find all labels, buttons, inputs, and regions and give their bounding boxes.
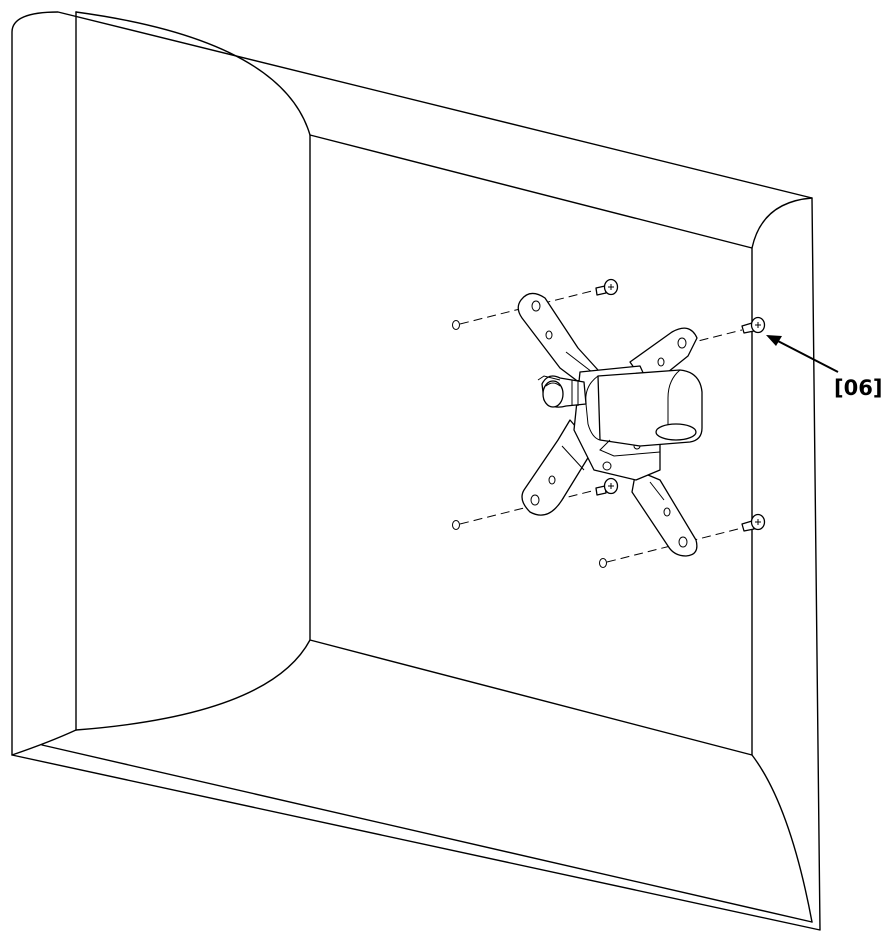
- monitor-back-panel: [11, 11, 821, 931]
- guide-line-bottom-right: [606, 527, 743, 563]
- panel-hole-bottom-right: [599, 558, 607, 568]
- callout-06: [06]: [766, 335, 882, 400]
- bracket-arm-lower-left: [521, 419, 595, 516]
- panel-hole-top-left: [452, 320, 460, 330]
- panel-hole-bottom-left: [452, 520, 460, 530]
- screw-top-left: [595, 278, 619, 296]
- guide-line-top-right: [685, 329, 743, 345]
- callout-label: [06]: [834, 376, 882, 400]
- screw-top-right: [741, 316, 766, 334]
- callout-leader-line: [773, 338, 839, 373]
- screw-bottom-left: [595, 477, 619, 496]
- vesa-bracket: [517, 292, 703, 557]
- screw-bottom-right: [741, 513, 766, 532]
- callout-arrowhead: [766, 335, 782, 346]
